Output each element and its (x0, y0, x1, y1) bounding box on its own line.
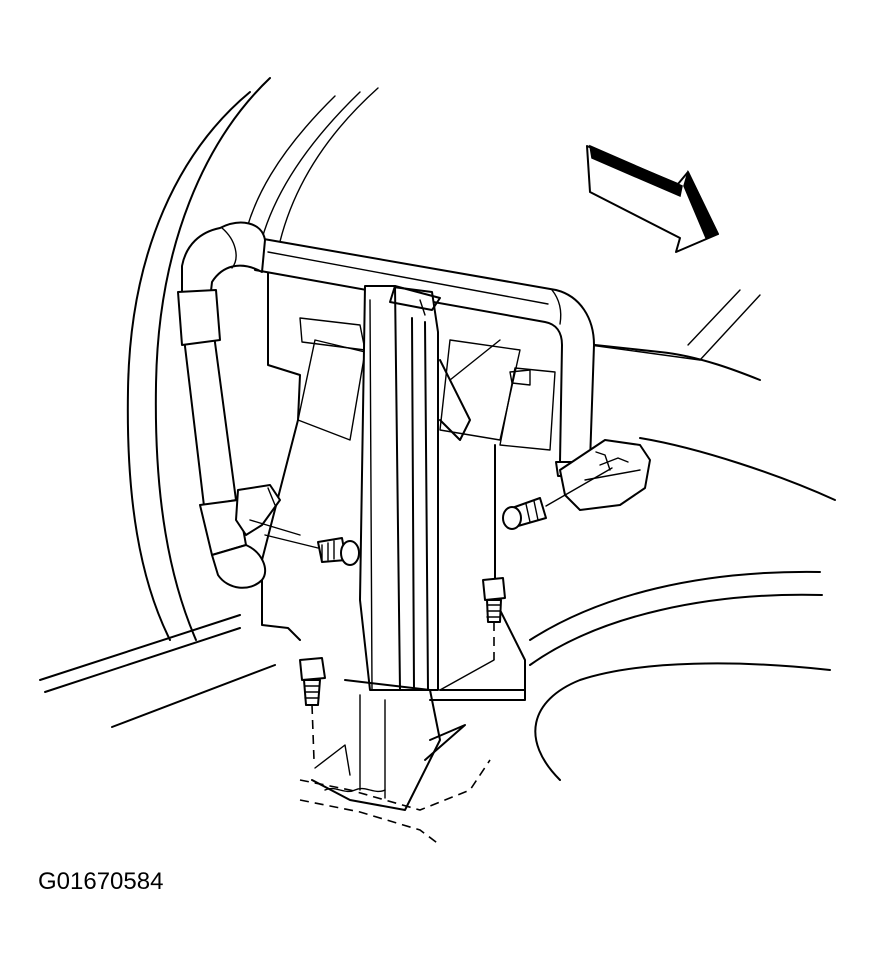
right-anchor-bracket (560, 440, 650, 510)
bolt-center-vertical (440, 578, 505, 690)
vehicle-body-outline (40, 78, 835, 780)
figure-id-label: G01670584 (38, 868, 164, 895)
bolt-right-horizontal (503, 468, 612, 529)
forward-arrow-icon (587, 146, 718, 252)
left-lower-bracket (236, 485, 300, 535)
bolt-left-horizontal (265, 535, 359, 565)
center-guide-channel (360, 286, 500, 690)
floor-bracket (300, 680, 490, 845)
bolt-left-vertical (300, 658, 325, 760)
